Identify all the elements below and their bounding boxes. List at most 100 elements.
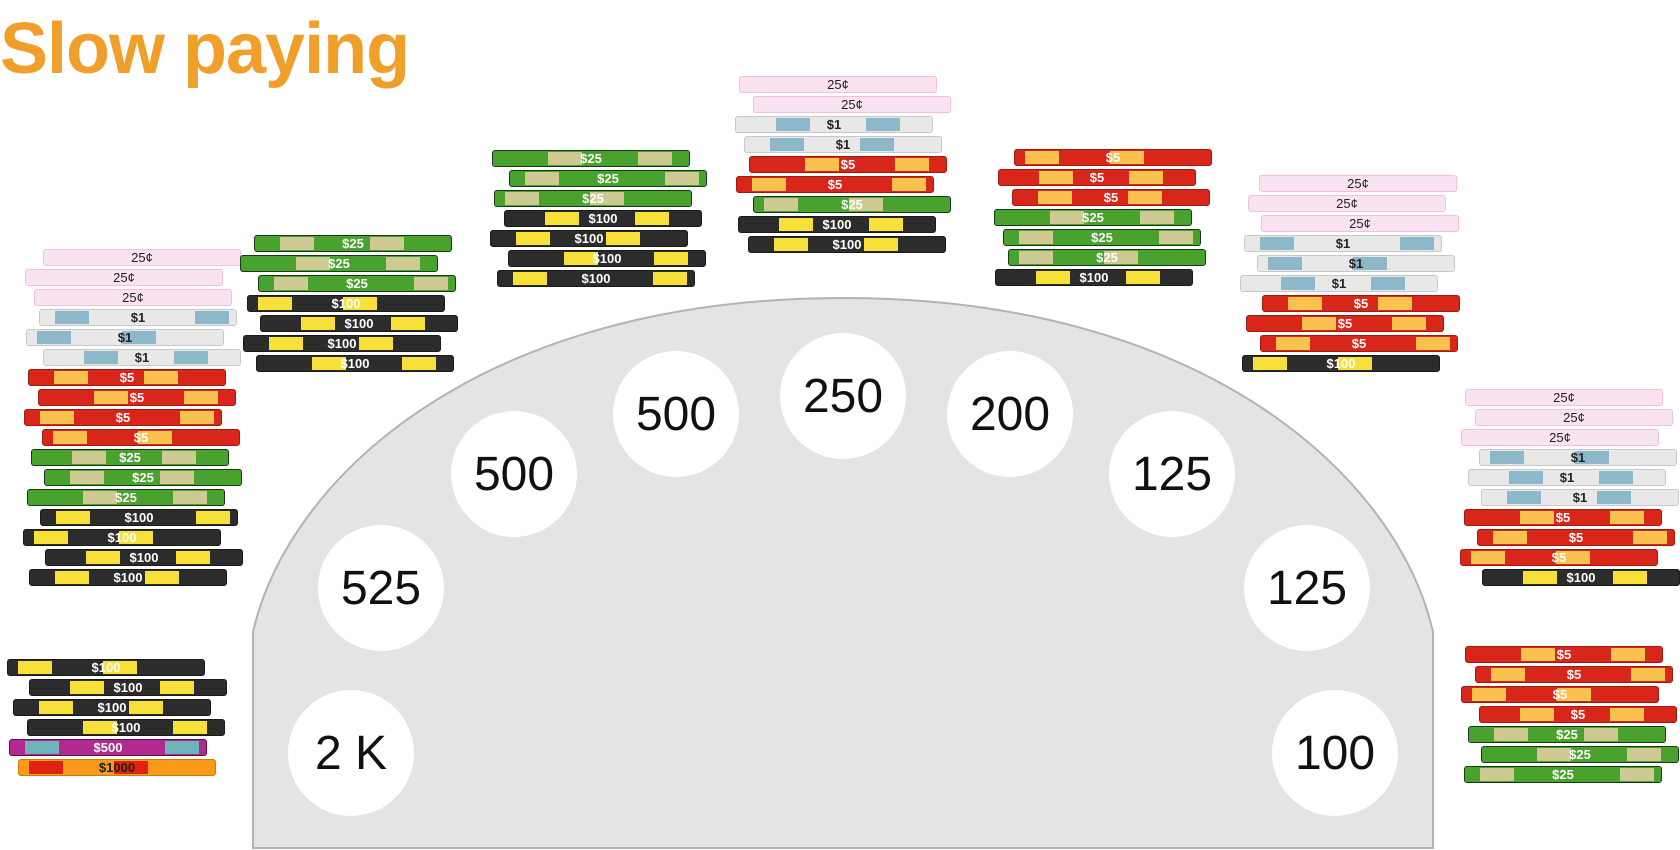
chip-label: $5 xyxy=(1556,647,1572,662)
chip-label: $25 xyxy=(1552,767,1574,782)
chip-label: $100 xyxy=(129,550,159,565)
chip-25: $25 xyxy=(254,235,452,252)
chip-25: $25 xyxy=(1008,249,1206,266)
chip-label: $25 xyxy=(119,450,141,465)
chip-label: $1 xyxy=(134,350,150,365)
chip-q: 25¢ xyxy=(1465,389,1663,406)
chip-500: $500 xyxy=(9,739,207,756)
chip-label: $100 xyxy=(111,720,141,735)
chip-label: $1 xyxy=(1570,450,1586,465)
chip-label: $100 xyxy=(588,211,618,226)
chip-5: $5 xyxy=(38,389,236,406)
chip-label: $100 xyxy=(592,251,622,266)
chip-label: $100 xyxy=(331,296,361,311)
chip-label: $100 xyxy=(1079,270,1109,285)
chip-5: $5 xyxy=(42,429,240,446)
chip-label: $1 xyxy=(1348,256,1364,271)
chip-100: $100 xyxy=(1242,355,1440,372)
chip-label: $5 xyxy=(1568,530,1584,545)
chip-5: $5 xyxy=(1014,149,1212,166)
chip-5: $5 xyxy=(1465,646,1663,663)
chip-label: $100 xyxy=(581,271,611,286)
chip-label: $5 xyxy=(1103,190,1119,205)
chip-label: 25¢ xyxy=(1549,430,1571,445)
chip-label: 25¢ xyxy=(1336,196,1358,211)
chip-25: $25 xyxy=(753,196,951,213)
chip-100: $100 xyxy=(13,699,211,716)
chip-1: $1 xyxy=(1481,489,1679,506)
bet-spot-seat-8[interactable]: 125 xyxy=(1244,525,1370,651)
chip-label: $5 xyxy=(827,177,843,192)
bet-amount: 500 xyxy=(635,387,717,441)
chip-25: $25 xyxy=(509,170,707,187)
chip-label: $5 xyxy=(115,410,131,425)
chip-5: $5 xyxy=(1461,686,1659,703)
chip-5: $5 xyxy=(28,369,226,386)
chip-label: $5 xyxy=(840,157,856,172)
chip-q: 25¢ xyxy=(1248,195,1446,212)
chip-100: $100 xyxy=(738,216,936,233)
chip-5: $5 xyxy=(24,409,222,426)
chip-100: $100 xyxy=(748,236,946,253)
chip-label: $5 xyxy=(129,390,145,405)
chip-100: $100 xyxy=(27,719,225,736)
chip-label: $100 xyxy=(1326,356,1356,371)
bet-spot-seat-1[interactable]: 2 K xyxy=(288,690,414,816)
chip-25: $25 xyxy=(27,489,225,506)
chip-5: $5 xyxy=(1246,315,1444,332)
chip-100: $100 xyxy=(23,529,221,546)
chip-label: $5 xyxy=(1566,667,1582,682)
chip-100: $100 xyxy=(40,509,238,526)
chip-label: $1000 xyxy=(98,760,136,775)
chip-label: 25¢ xyxy=(131,250,153,265)
bet-spot-seat-5[interactable]: 250 xyxy=(780,333,906,459)
chip-100: $100 xyxy=(490,230,688,247)
chip-label: $1 xyxy=(1572,490,1588,505)
chip-label: $1 xyxy=(835,137,851,152)
chip-label: $1 xyxy=(1331,276,1347,291)
chip-25: $25 xyxy=(494,190,692,207)
chip-5: $5 xyxy=(1477,529,1675,546)
chip-1: $1 xyxy=(1240,275,1438,292)
chip-25: $25 xyxy=(240,255,438,272)
chip-1: $1 xyxy=(1468,469,1666,486)
chip-label: $100 xyxy=(344,316,374,331)
chip-label: $1 xyxy=(117,330,133,345)
bet-amount: 200 xyxy=(969,387,1051,441)
chip-label: $25 xyxy=(132,470,154,485)
chip-label: $100 xyxy=(832,237,862,252)
bet-spot-seat-7[interactable]: 125 xyxy=(1109,411,1235,537)
chip-label: $25 xyxy=(1096,250,1118,265)
bet-amount: 525 xyxy=(340,561,422,615)
chip-label: $25 xyxy=(841,197,863,212)
bet-spot-seat-9[interactable]: 100 xyxy=(1272,690,1398,816)
chip-label: $25 xyxy=(597,171,619,186)
chip-100: $100 xyxy=(7,659,205,676)
chip-label: $5 xyxy=(1570,707,1586,722)
chip-label: $100 xyxy=(113,680,143,695)
chip-label: 25¢ xyxy=(1553,390,1575,405)
bet-amount: 2 K xyxy=(314,726,388,780)
chip-5: $5 xyxy=(1012,189,1210,206)
bet-spot-seat-6[interactable]: 200 xyxy=(947,351,1073,477)
bet-spot-seat-2[interactable]: 525 xyxy=(318,525,444,651)
chip-label: 25¢ xyxy=(122,290,144,305)
chip-25: $25 xyxy=(258,275,456,292)
chip-100: $100 xyxy=(260,315,458,332)
chip-label: $100 xyxy=(91,660,121,675)
chip-100: $100 xyxy=(243,335,441,352)
chip-label: $25 xyxy=(346,276,368,291)
chip-label: $100 xyxy=(107,530,137,545)
chip-100: $100 xyxy=(497,270,695,287)
chip-100: $100 xyxy=(29,679,227,696)
bet-amount: 500 xyxy=(473,447,555,501)
chip-5: $5 xyxy=(749,156,947,173)
chip-label: $25 xyxy=(1556,727,1578,742)
chip-5: $5 xyxy=(1260,335,1458,352)
chip-label: 25¢ xyxy=(1349,216,1371,231)
bet-spot-seat-4[interactable]: 500 xyxy=(613,351,739,477)
chip-1000: $1000 xyxy=(18,759,216,776)
chip-label: $25 xyxy=(1082,210,1104,225)
bet-spot-seat-3[interactable]: 500 xyxy=(451,411,577,537)
chip-5: $5 xyxy=(1479,706,1677,723)
